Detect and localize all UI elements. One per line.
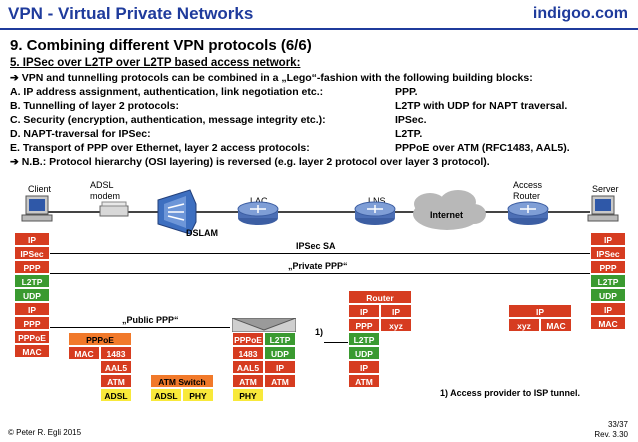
public-ppp-line: [50, 327, 230, 328]
client-stack-ppp2: PPP: [14, 316, 50, 330]
access-router-icon: [507, 201, 549, 225]
client-stack-udp: UDP: [14, 288, 50, 302]
server-stack-mac: MAC: [590, 316, 626, 330]
router-title: Router: [348, 290, 412, 304]
modem-1483: 1483: [100, 346, 132, 360]
internet-label: Internet: [430, 210, 464, 220]
router-ppp: PPP: [348, 318, 380, 332]
router-atm: ATM: [348, 374, 380, 388]
lac-router-icon: [237, 201, 279, 225]
brand-logo: indigoo.com: [532, 5, 628, 22]
atm-switch-title: ATM Switch: [150, 374, 214, 388]
modem-atm: ATM: [100, 374, 132, 388]
client-computer-icon: [21, 195, 53, 222]
block-d-value: L2TP.: [395, 128, 423, 140]
atm-switch-phy: PHY: [182, 388, 214, 402]
lac-atm-2: ATM: [264, 374, 296, 388]
client-stack-ppp: PPP: [14, 260, 50, 274]
block-a-label: A. IP address assignment, authentication…: [10, 86, 324, 98]
client-stack-mac: MAC: [14, 344, 50, 358]
public-ppp-label: „Public PPP“: [122, 315, 179, 325]
lac-label: LAC: [250, 196, 268, 206]
router-l2tp: L2TP: [348, 332, 380, 346]
lac-pppoe: PPPoE: [232, 332, 264, 346]
lac-udp: UDP: [264, 346, 296, 360]
lns-label: LNS: [368, 196, 386, 206]
lac-1483: 1483: [232, 346, 264, 360]
lac-phy: PHY: [232, 388, 264, 402]
lac-l2tp: L2TP: [264, 332, 296, 346]
server-computer-icon: [587, 195, 619, 222]
client-stack-pppoe: PPPoE: [14, 330, 50, 344]
modem-mac: MAC: [68, 346, 100, 360]
lac-header-shape: [232, 318, 296, 332]
intro-line: ➔ VPN and tunnelling protocols can be co…: [10, 72, 533, 84]
client-stack-ipsec: IPSec: [14, 246, 50, 260]
copyright: © Peter R. Egli 2015: [8, 428, 82, 437]
page-number: 33/37: [607, 420, 628, 429]
dslam-icon: [157, 189, 197, 235]
footnote: 1) Access provider to ISP tunnel.: [440, 388, 581, 398]
block-b-value: L2TP with UDP for NAPT traversal.: [395, 100, 568, 112]
block-e-value: PPPoE over ATM (RFC1483, AAL5).: [395, 142, 570, 154]
block-a-value: PPP.: [395, 86, 418, 98]
slide-title: 9. Combining different VPN protocols (6/…: [10, 37, 312, 54]
arrow-icon: ➔: [10, 156, 22, 168]
server-stack-ip: IP: [590, 232, 626, 246]
isp-tunnel-line: [324, 342, 348, 343]
router-ip-2: IP: [380, 304, 412, 318]
revision: Rev. 3.30: [594, 430, 628, 439]
block-d-label: D. NAPT-traversal for IPSec:: [10, 128, 151, 140]
lac-aal5: AAL5: [232, 360, 264, 374]
server-label: Server: [592, 184, 619, 194]
note-line: ➔ N.B.: Protocol hierarchy (OSI layering…: [10, 156, 490, 168]
slide-subtitle: 5. IPSec over L2TP over L2TP based acces…: [10, 57, 301, 69]
lac-ip: IP: [264, 360, 296, 374]
access-router-label-2: Router: [513, 191, 541, 201]
server-stack-ip2: IP: [590, 302, 626, 316]
modem-label-2: modem: [90, 191, 121, 201]
client-label: Client: [28, 184, 52, 194]
router-ip-1: IP: [348, 304, 380, 318]
modem-adsl: ADSL: [100, 388, 132, 402]
router-udp: UDP: [348, 346, 380, 360]
access-router-mac: MAC: [540, 318, 572, 332]
client-stack-ip: IP: [14, 232, 50, 246]
atm-switch-adsl: ADSL: [150, 388, 182, 402]
private-ppp-line: [50, 273, 590, 274]
lac-atm-1: ATM: [232, 374, 264, 388]
access-router-label-1: Access: [513, 180, 543, 190]
network-topology: [21, 189, 619, 235]
lns-router-icon: [354, 201, 396, 225]
internet-cloud-icon: [413, 190, 486, 230]
isp-tunnel-ref: 1): [315, 327, 324, 337]
block-b-label: B. Tunnelling of layer 2 protocols:: [10, 100, 179, 112]
access-router-xyz: xyz: [508, 318, 540, 332]
block-c-label: C. Security (encryption, authentication,…: [10, 114, 326, 126]
access-router-ip: IP: [508, 304, 572, 318]
router-xyz: xyz: [380, 318, 412, 332]
server-stack-udp: UDP: [590, 288, 626, 302]
ipsec-sa-label: IPSec SA: [296, 241, 336, 251]
block-c-value: IPSec.: [395, 114, 427, 126]
block-e-label: E. Transport of PPP over Ethernet, layer…: [10, 142, 310, 154]
adsl-modem-icon: [99, 201, 129, 217]
modem-aal5: AAL5: [100, 360, 132, 374]
header-divider: [0, 28, 638, 30]
modem-pppoe: PPPoE: [68, 332, 132, 346]
ipsec-sa-line: [50, 253, 590, 254]
modem-label-1: ADSL: [90, 180, 114, 190]
router-ip-3: IP: [348, 360, 380, 374]
server-stack-ipsec: IPSec: [590, 246, 626, 260]
client-stack-l2tp: L2TP: [14, 274, 50, 288]
private-ppp-label: „Private PPP“: [288, 261, 348, 271]
server-stack-l2tp: L2TP: [590, 274, 626, 288]
header-title: VPN - Virtual Private Networks: [8, 4, 254, 23]
server-stack-ppp: PPP: [590, 260, 626, 274]
dslam-label: DSLAM: [186, 228, 218, 238]
client-stack-ip2: IP: [14, 302, 50, 316]
arrow-icon: ➔: [10, 72, 22, 84]
